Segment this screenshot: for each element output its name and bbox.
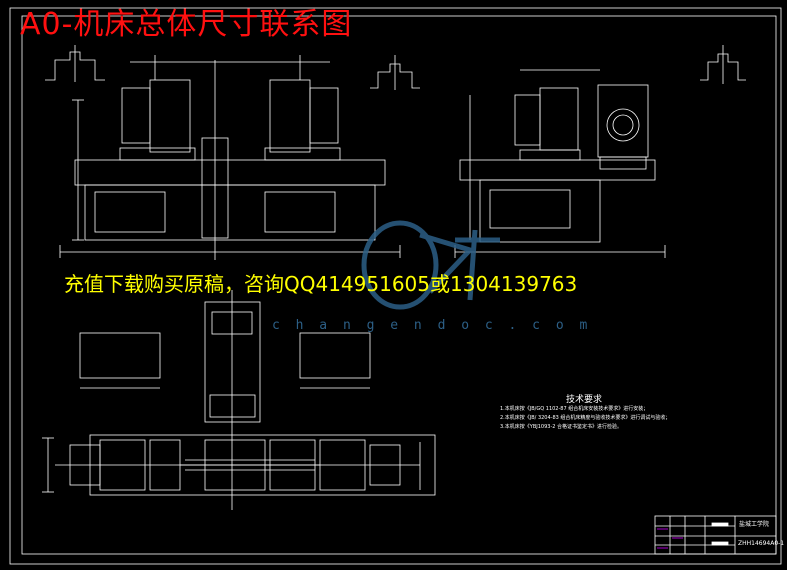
- front-elevation-view: [59, 55, 401, 260]
- title-block-drawing-number: ZHH14694A0-1: [738, 540, 785, 547]
- promo-banner: 充值下载购买原稿，咨询QQ414951605或1304139763: [64, 272, 578, 296]
- section-symbol-left: [45, 45, 105, 82]
- drawing-border-inner: [21, 15, 777, 555]
- technical-requirement-item: 1.本机床按《JB/GQ 1102-87 组合机床安装技术要求》进行安装；: [500, 406, 649, 412]
- side-elevation-view: [454, 69, 666, 258]
- drawing-border-outer: [9, 7, 782, 565]
- technical-requirements-list: 1.本机床按《JB/GQ 1102-87 组合机床安装技术要求》进行安装； 2.…: [500, 405, 670, 432]
- section-symbol-mid: [370, 55, 420, 90]
- watermark-logo: [361, 220, 500, 310]
- watermark-text: c h a n g e n d o c . c o m: [272, 318, 592, 333]
- title-block-highlight: [657, 528, 683, 549]
- technical-requirements-heading: 技术要求: [566, 395, 603, 405]
- page-title: A0-机床总体尺寸联系图: [20, 7, 353, 42]
- plan-view: [42, 290, 436, 510]
- technical-requirement-item: 2.本机床按《JB/ 3204-83 组合机床精度与验收技术要求》进行调试与验收…: [500, 415, 671, 421]
- title-block-school: 盐城工学院: [739, 521, 770, 528]
- technical-requirement-item: 3.本机床按《YBJ1093-2 合格证书鉴定书》进行检验。: [500, 424, 623, 430]
- title-block: [654, 515, 777, 555]
- section-symbol-right: [700, 45, 746, 84]
